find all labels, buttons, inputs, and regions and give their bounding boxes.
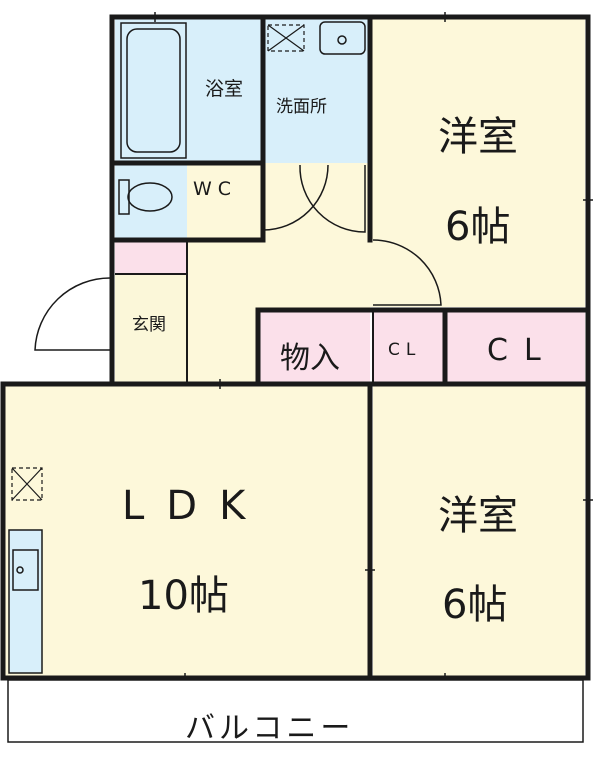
vent-icon	[11, 467, 43, 501]
wc-label: WC	[193, 178, 238, 200]
bathtub-icon	[120, 22, 187, 159]
bath-label: 浴室	[205, 78, 244, 100]
closet-small-area	[373, 312, 443, 383]
western-room-lower-area	[373, 384, 585, 677]
toilet-icon	[118, 179, 173, 215]
storage-area	[260, 312, 370, 383]
balcony-label: バルコニー	[185, 711, 355, 746]
washroom-area	[260, 17, 370, 163]
western-room-lower-name: 洋室	[438, 493, 518, 539]
washroom-label: 洗面所	[276, 97, 327, 117]
western-room-upper-area	[370, 17, 585, 307]
balcony-area	[7, 679, 584, 743]
closet-large-area	[443, 312, 585, 383]
sink-icon	[319, 21, 366, 55]
ldk-name: LDK	[122, 483, 268, 529]
entrance-label: 玄関	[132, 315, 166, 335]
bath-area	[115, 17, 260, 163]
closet-small-label: CL	[388, 340, 422, 360]
storage-label: 物入	[280, 341, 340, 376]
western-room-upper-size: 6帖	[445, 204, 511, 250]
ldk-size: 10帖	[138, 573, 229, 619]
western-room-lower-size: 6帖	[442, 582, 508, 628]
kitchen-sink-icon	[8, 529, 43, 674]
vent-icon	[267, 24, 305, 52]
western-room-upper-name: 洋室	[438, 114, 518, 160]
entrance-step	[115, 240, 187, 274]
ldk-area	[5, 384, 370, 677]
closet-large-label: CL	[487, 333, 557, 368]
